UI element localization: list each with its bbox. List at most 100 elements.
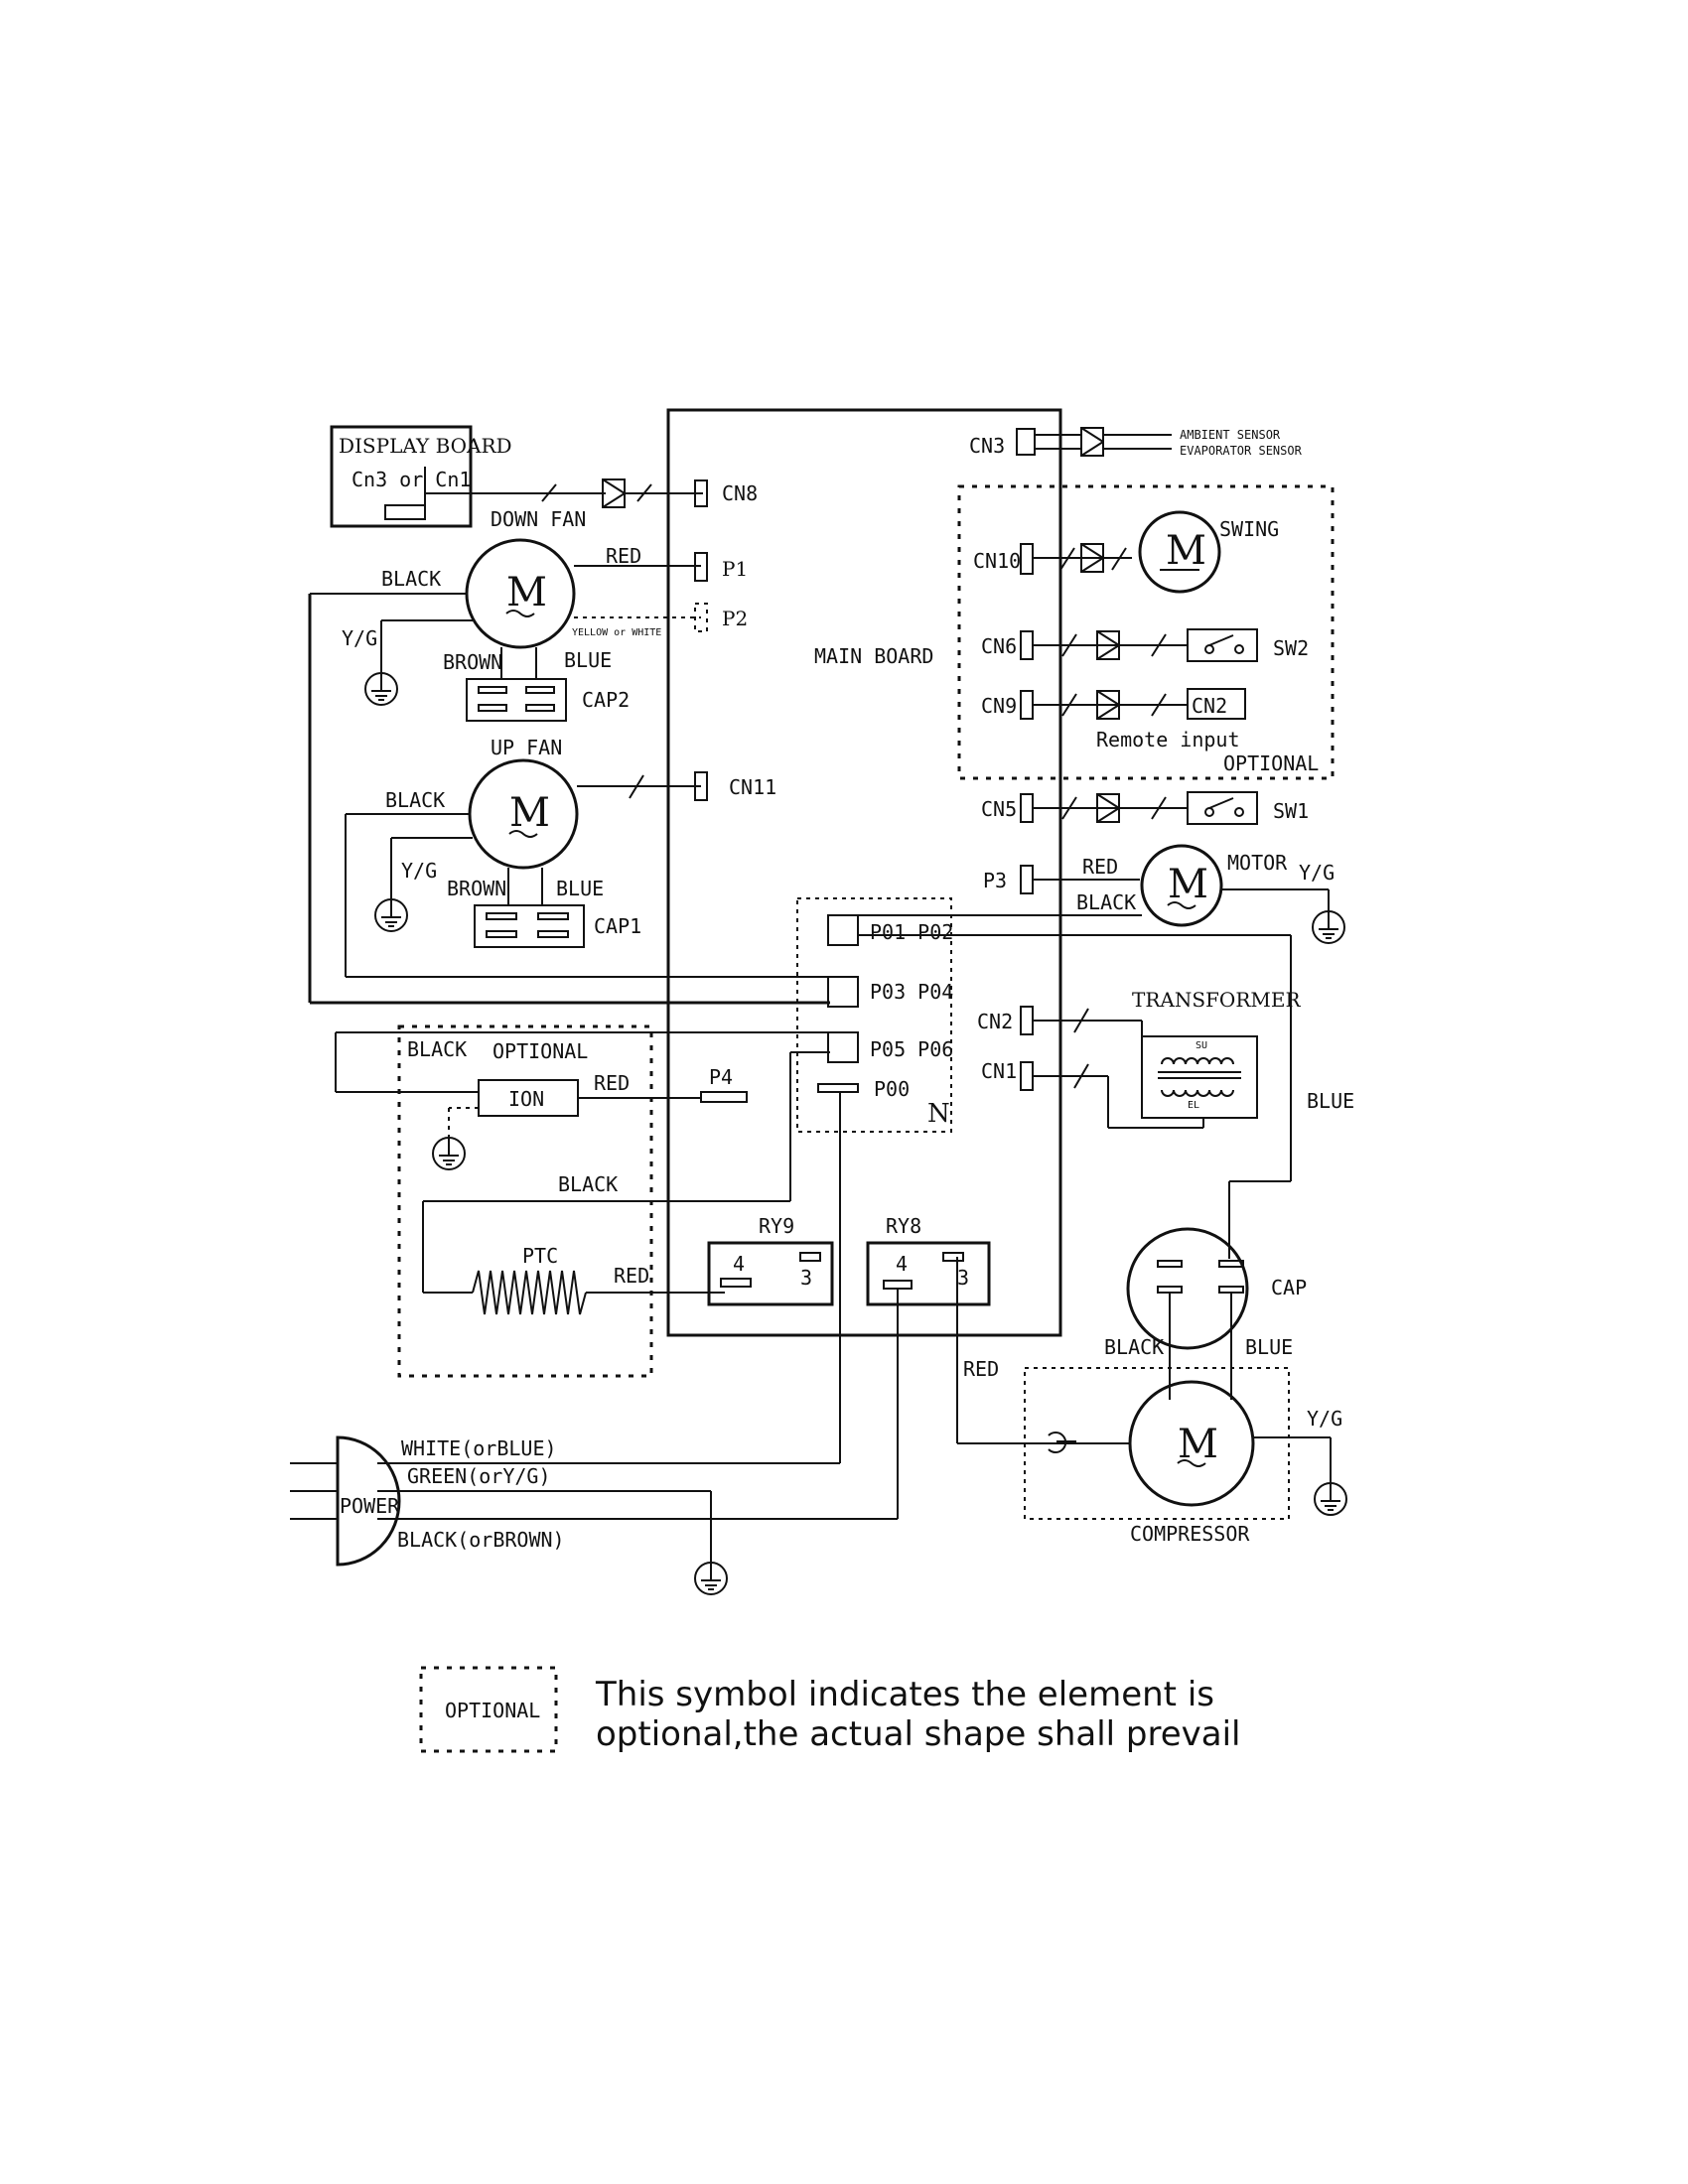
svg-text:M: M <box>1166 528 1206 574</box>
relay-ry8: RY8 4 3 <box>866 1214 991 1306</box>
compressor-red-label: RED <box>963 1357 999 1381</box>
down-fan-m: M <box>506 570 547 615</box>
compressor-ground-icon <box>1314 1482 1347 1516</box>
compressor-label: COMPRESSOR <box>1130 1522 1250 1546</box>
svg-text:3: 3 <box>800 1266 812 1290</box>
up-fan-group: UP FAN M BLACK Y/G BROWN BLUE CAP1 <box>345 736 830 978</box>
ion-ground-icon <box>432 1137 466 1170</box>
display-board-title: DISPLAY BOARD <box>339 434 512 458</box>
motor-red-label: RED <box>1082 855 1118 879</box>
power-green-label: GREEN(orY/G) <box>407 1464 551 1488</box>
swing-label: SWING <box>1219 517 1279 541</box>
sw1-label: SW1 <box>1273 799 1309 823</box>
svg-text:4: 4 <box>896 1252 908 1276</box>
power-label: POWER <box>340 1494 400 1518</box>
remote-input-label: Remote input <box>1096 728 1240 751</box>
down-fan-yg-label: Y/G <box>342 626 377 650</box>
sw2-group: CN6 SW2 <box>981 628 1309 662</box>
relay-ry9: RY9 4 3 <box>707 1214 834 1306</box>
svg-text:3: 3 <box>957 1266 969 1290</box>
cap2-capacitor <box>466 678 567 722</box>
compressor-cap-label: CAP <box>1271 1276 1307 1299</box>
swing-motor-icon <box>1138 510 1221 594</box>
optional-right-label: OPTIONAL <box>1223 751 1319 775</box>
p00-label: P00 <box>874 1077 910 1101</box>
up-fan-blue-label: BLUE <box>556 877 604 900</box>
cn1-label: CN1 <box>981 1059 1017 1083</box>
p3-label: P3 <box>983 869 1007 892</box>
legend-line-1: This symbol indicates the element is <box>595 1675 1214 1714</box>
p01-p02-terminal <box>827 914 859 946</box>
p03-p04-label: P03 P04 <box>870 980 953 1004</box>
motor-group: P3 RED M MOTOR BLACK Y/G <box>983 844 1345 944</box>
compressor-cap-icon <box>1126 1227 1249 1350</box>
p03-p04-terminal <box>827 976 859 1008</box>
p05-p06-label: P05 P06 <box>870 1037 953 1061</box>
remote-input-group: CN9 CN2 Remote input OPTIONAL <box>981 688 1319 775</box>
power-plug-group: POWER WHITE(orBLUE) GREEN(orY/G) BLACK(o… <box>290 1092 899 1595</box>
up-fan-ground-icon <box>374 898 408 932</box>
down-fan-title: DOWN FAN <box>491 507 586 531</box>
transformer-label: TRANSFORMER <box>1132 988 1301 1012</box>
up-fan-title: UP FAN <box>491 736 562 759</box>
p1-label: P1 <box>722 557 748 581</box>
cn8-label: CN8 <box>722 481 758 505</box>
sensor-group: AMBIENT SENSOR EVAPORATOR SENSOR <box>1016 427 1303 458</box>
p2-label: P2 <box>722 607 748 630</box>
evaporator-sensor-label: EVAPORATOR SENSOR <box>1180 444 1303 458</box>
svg-text:M: M <box>1168 862 1208 907</box>
n-label: N <box>927 1099 950 1129</box>
main-board <box>666 408 1062 1337</box>
transformer-group: TRANSFORMER SU EL CN2 CN1 <box>977 988 1301 1129</box>
cn3-connector <box>1016 428 1036 456</box>
main-board-label: MAIN BOARD <box>814 644 933 668</box>
ry8-label: RY8 <box>886 1214 921 1238</box>
ptc-red-label: RED <box>614 1264 649 1288</box>
sw1-switch-icon <box>1187 791 1258 825</box>
cn11-connector <box>694 771 708 801</box>
sw2-label: SW2 <box>1273 636 1309 660</box>
cn9-label: CN9 <box>981 694 1017 718</box>
compressor-blue-label: BLUE <box>1245 1335 1293 1359</box>
down-fan-brown-label: BROWN <box>443 650 502 674</box>
compressor-black-label: BLACK <box>1104 1335 1164 1359</box>
ion-red-label: RED <box>594 1071 630 1095</box>
legend-box-label: OPTIONAL <box>445 1699 540 1722</box>
p1-connector <box>694 552 708 582</box>
down-fan-red-label: RED <box>606 544 641 568</box>
sw2-switch-icon <box>1187 628 1258 662</box>
display-board: DISPLAY BOARD Cn3 or Cn1 <box>330 425 703 528</box>
neutral-terminal-box <box>796 897 952 1133</box>
cap2-label: CAP2 <box>582 688 630 712</box>
p01-p02-label: P01 P02 <box>870 920 953 944</box>
power-white-label: WHITE(orBLUE) <box>401 1436 557 1460</box>
p2-connector <box>694 603 708 632</box>
ion-label: ION <box>508 1087 544 1111</box>
p00-terminal <box>817 1083 859 1093</box>
ry9-label: RY9 <box>759 1214 794 1238</box>
motor-ground-icon <box>1312 910 1345 944</box>
ptc-label: PTC <box>522 1244 558 1268</box>
svg-text:4: 4 <box>733 1252 745 1276</box>
svg-text:SU: SU <box>1196 1040 1207 1051</box>
heater-group: BLACK OPTIONAL ION P4 RED BLACK PTC RED <box>335 1031 830 1315</box>
compressor-yg-label: Y/G <box>1307 1407 1342 1431</box>
motor-label: MOTOR <box>1227 851 1288 875</box>
legend-line-2: optional,the actual shape shall prevail <box>596 1714 1241 1754</box>
transformer-icon <box>1141 1035 1258 1119</box>
cn2-label: CN2 <box>977 1010 1013 1033</box>
motor-black-label: BLACK <box>1076 890 1136 914</box>
down-fan-black-label: BLACK <box>381 567 441 591</box>
ambient-sensor-label: AMBIENT SENSOR <box>1180 428 1281 442</box>
heater-optional-label: OPTIONAL <box>492 1039 588 1063</box>
up-fan-yg-label: Y/G <box>401 859 437 883</box>
p05-p06-terminal <box>827 1031 859 1063</box>
heater-black-label: BLACK <box>558 1172 618 1196</box>
up-fan-m: M <box>509 790 550 836</box>
remote-cn2-label: CN2 <box>1192 694 1227 718</box>
up-fan-brown-label: BROWN <box>447 877 506 900</box>
legend: OPTIONAL This symbol indicates the eleme… <box>419 1666 1241 1754</box>
up-fan-black-label: BLACK <box>385 788 445 812</box>
heater-black-top-label: BLACK <box>407 1037 467 1061</box>
